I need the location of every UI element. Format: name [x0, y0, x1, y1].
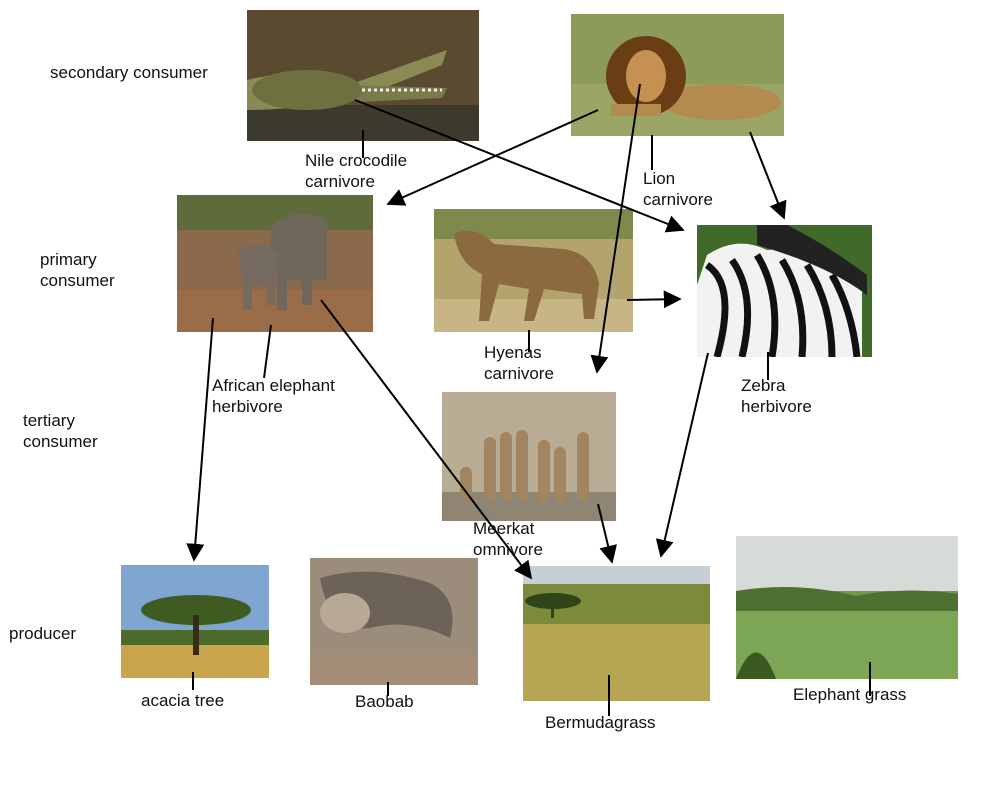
level-secondary-consumer: secondary consumer [50, 63, 208, 82]
meerkat-role: omnivore [473, 540, 543, 559]
african-elephant-photo [177, 195, 373, 332]
lion-name: Lion [643, 169, 676, 188]
arrow-zebra-to-bermudagrass [655, 352, 709, 558]
zebra-name: Zebra [741, 376, 786, 395]
lion-photo [571, 14, 784, 136]
meerkat-name: Meerkat [473, 519, 535, 538]
level-producer: producer [9, 624, 77, 643]
hyena-role: carnivore [484, 364, 554, 383]
level-tertiary-consumer-line2: consumer [23, 432, 98, 451]
lion-role: carnivore [643, 190, 713, 209]
nile-crocodile-photo [247, 10, 479, 141]
arrow-elephant-to-bermudagrass [320, 299, 533, 580]
bermudagrass-photo [523, 566, 710, 701]
arrow-lion-to-meerkat [590, 83, 641, 374]
arrow-lion-to-elephant [386, 109, 599, 206]
nile-crocodile-name: Nile crocodile [305, 151, 408, 170]
arrow-elephant-to-acacia [186, 317, 214, 562]
zebra-photo [697, 225, 872, 357]
baobab-name: Baobab [355, 692, 414, 711]
african-elephant-name: African elephant [212, 376, 335, 395]
arrow-meerkat-to-bermudagrass [597, 503, 617, 564]
acacia-tree-name: acacia tree [141, 691, 225, 710]
arrow-hyena-to-zebra [626, 290, 682, 309]
baobab-photo [310, 558, 478, 685]
acacia-tree-photo [121, 565, 269, 678]
level-primary-consumer-line1: primary [40, 250, 97, 269]
zebra-role: herbivore [741, 397, 812, 416]
pointer-elephant [263, 324, 272, 379]
bermudagrass-name: Bermudagrass [545, 713, 656, 732]
arrow-crocodile-to-zebra [354, 99, 685, 233]
african-elephant-role: herbivore [212, 397, 283, 416]
level-primary-consumer-line2: consumer [40, 271, 115, 290]
arrow-lion-to-zebra [749, 131, 787, 220]
elephant-grass-name: Elephant grass [793, 685, 907, 704]
elephant-grass-photo [736, 536, 958, 679]
level-tertiary-consumer-line1: tertiary [23, 411, 75, 430]
hyena-photo [434, 209, 633, 332]
nile-crocodile-role: carnivore [305, 172, 375, 191]
hyena-name: Hyenas [484, 343, 542, 362]
meerkat-photo [442, 392, 616, 521]
